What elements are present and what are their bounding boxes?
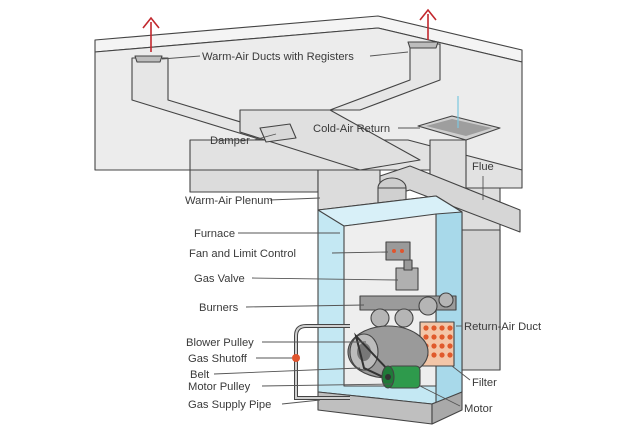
label-return-air-duct: Return-Air Duct	[464, 321, 542, 333]
register-left	[134, 55, 163, 63]
label-flue: Flue	[472, 161, 494, 173]
label-burners: Burners	[199, 302, 239, 314]
warm-air-ducts	[131, 41, 441, 171]
warm-air-arrow-left	[142, 16, 160, 52]
leader-lines	[161, 51, 484, 407]
blower	[347, 325, 429, 379]
cold-air-return-grille	[417, 96, 501, 141]
label-warm-air-ducts: Warm-Air Ducts with Registers	[202, 51, 354, 63]
warm-air-arrow-right	[419, 8, 437, 40]
gas-supply-pipe	[292, 324, 350, 400]
label-damper: Damper	[210, 135, 250, 147]
label-motor: Motor	[464, 403, 493, 415]
filter	[419, 321, 455, 367]
label-gas-supply-pipe: Gas Supply Pipe	[188, 399, 271, 411]
label-blower-pulley: Blower Pulley	[186, 337, 254, 349]
label-filter: Filter	[472, 377, 497, 389]
label-motor-pulley: Motor Pulley	[188, 381, 251, 393]
register-right	[407, 41, 439, 49]
gas-valve	[395, 259, 419, 291]
label-gas-valve: Gas Valve	[194, 273, 245, 285]
label-warm-air-plenum: Warm-Air Plenum	[185, 195, 273, 207]
label-belt: Belt	[190, 369, 210, 381]
burners	[359, 292, 457, 328]
gas-shutoff-valve	[292, 354, 300, 362]
fan-limit-control	[385, 241, 411, 261]
motor	[381, 365, 421, 389]
label-fan-limit-control: Fan and Limit Control	[189, 248, 296, 260]
label-cold-air-return: Cold-Air Return	[313, 123, 390, 135]
label-gas-shutoff: Gas Shutoff	[188, 353, 248, 365]
label-furnace: Furnace	[194, 228, 235, 240]
